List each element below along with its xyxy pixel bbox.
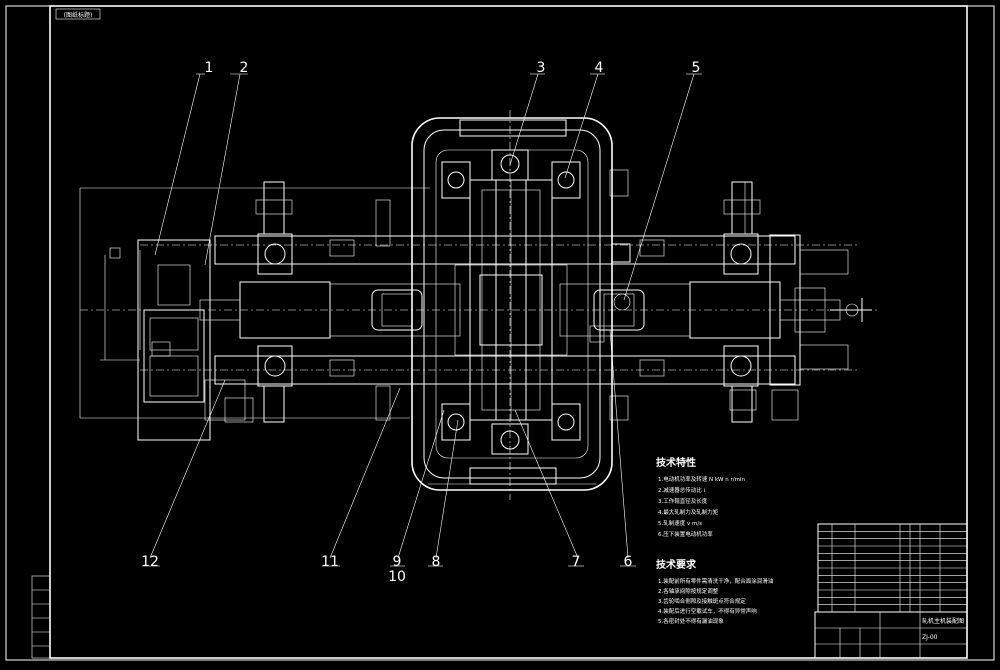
callout-5: 5 (692, 60, 701, 76)
central-roll-stack (454, 149, 568, 455)
callout-3: 3 (537, 60, 546, 76)
callout-4: 4 (595, 60, 604, 76)
callout-leaders (142, 73, 702, 567)
parts-list-table (817, 523, 968, 613)
drawing-number: ZJ-00 (922, 634, 938, 641)
beam-bearing-chocks (257, 233, 759, 387)
housing-bearings (441, 161, 581, 441)
callout-7: 7 (572, 554, 581, 570)
callout-9: 9 (393, 554, 402, 570)
corner-tag: (图纸标题) (64, 11, 93, 19)
notes-1-line-4: 4.最大轧制力及轧制力矩 (658, 508, 719, 516)
left-motor-assembly (109, 239, 254, 441)
drawing-title: 轧机主机装配图 (922, 617, 964, 625)
notes-heading-2: 技术要求 (656, 558, 697, 571)
screw-columns (255, 181, 761, 423)
notes-2-line-3: 3.齿轮啮合侧隙及接触斑点符合规定 (658, 597, 746, 605)
technical-characteristics: 技术特性 1.电动机功率及转速 N kW n r/min 2.减速器总传动比 i… (656, 456, 745, 538)
callout-11: 11 (321, 554, 339, 570)
callout-1: 1 (205, 60, 214, 76)
notes-2-line-4: 4.装配后进行空载试车，不得有异常声响 (658, 607, 757, 615)
notes-2-line-1: 1.装配前所有零件需清洗干净，配合面涂润滑油 (658, 577, 774, 585)
horizontal-beams (199, 235, 841, 385)
callout-12: 12 (141, 554, 159, 570)
right-end-assembly (729, 182, 872, 421)
left-margin-table (31, 575, 51, 659)
technical-requirements: 技术要求 1.装配前所有零件需清洗干净，配合面涂润滑油 2.各轴承间隙按规定调整… (656, 558, 774, 625)
dimension-lines (79, 187, 430, 419)
notes-1-line-5: 5.轧制速度 v m/s (658, 519, 702, 527)
callout-6: 6 (624, 554, 633, 570)
notes-1-line-3: 3.工作辊直径及长度 (658, 497, 708, 505)
small-details (329, 169, 665, 421)
notes-1-line-1: 1.电动机功率及转速 N kW n r/min (658, 475, 745, 483)
callout-2: 2 (240, 60, 249, 76)
shaft-couplings (371, 289, 645, 331)
notes-2-line-2: 2.各轴承间隙按规定调整 (658, 587, 719, 595)
callout-10: 10 (388, 569, 406, 585)
notes-2-line-5: 5.各密封处不得有漏油现象 (658, 617, 724, 625)
notes-1-line-6: 6.压下装置电动机功率 (658, 530, 713, 538)
callout-8: 8 (432, 554, 441, 570)
notes-heading-1: 技术特性 (656, 456, 696, 469)
notes-1-line-2: 2.减速器总传动比 i (658, 486, 705, 494)
title-block (814, 611, 968, 659)
callout-numbers: 1 2 3 4 5 6 7 8 9 10 11 12 (141, 60, 700, 585)
drawing-border (5, 5, 995, 661)
